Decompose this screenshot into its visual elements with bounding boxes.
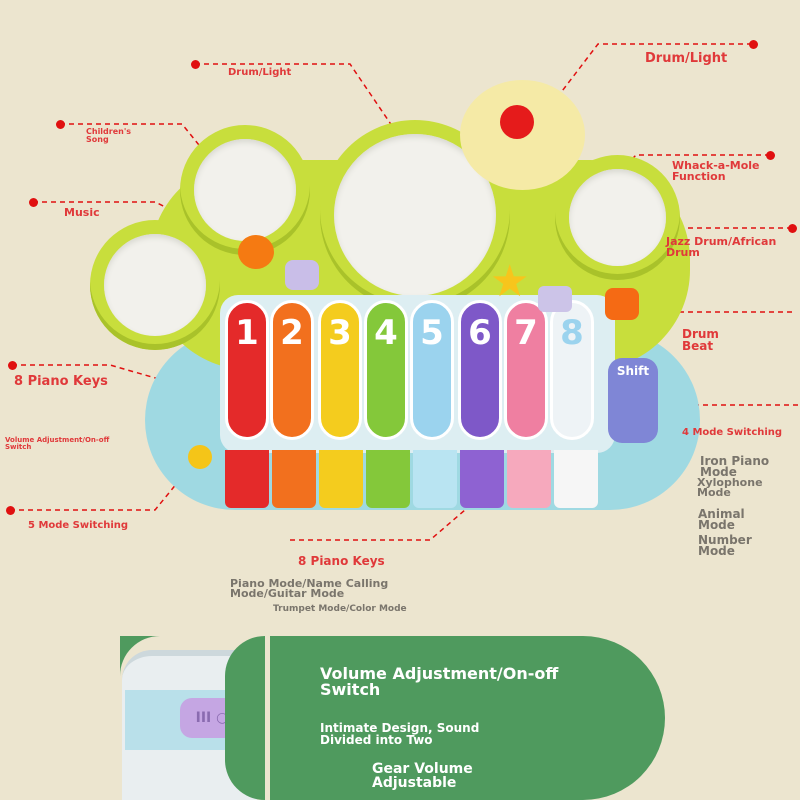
drum-beat-button[interactable]	[605, 288, 639, 320]
piano-key[interactable]	[225, 450, 269, 508]
shift-switch[interactable]: Shift	[608, 358, 658, 443]
label-piano-keys: 8 Piano Keys	[14, 374, 108, 389]
label-piano-keys-bottom: 8 Piano Keys	[298, 554, 385, 568]
panel-line2: Gear Volume Adjustable	[372, 761, 473, 791]
callout-dot	[8, 361, 17, 370]
music-button[interactable]	[238, 235, 274, 269]
label-4-mode: 4 Mode Switching	[682, 427, 783, 438]
drum-light[interactable]	[460, 80, 585, 190]
callout-dot	[766, 151, 775, 160]
label-drum-light: Drum/Light	[228, 67, 292, 78]
mode-animal: Animal Mode	[698, 507, 745, 532]
mode-piano: Piano Mode/Name Calling Mode/Guitar Mode	[230, 577, 389, 600]
toy-piano: ★ 1 2 3 4 5 6 7 8 Shift	[90, 80, 700, 530]
callout-dot	[788, 224, 797, 233]
xylophone-key[interactable]: 6	[458, 300, 502, 440]
piano-key[interactable]	[460, 450, 504, 508]
piano-key[interactable]	[319, 450, 363, 508]
label-childrens-song: Children's Song	[86, 127, 132, 144]
callout-dot	[29, 198, 38, 207]
panel-line1: Intimate Design, Sound Divided into Two	[320, 721, 480, 747]
label-volume-small: Volume Adjustment/On-off Switch	[5, 436, 110, 451]
label-music: Music	[64, 206, 100, 219]
label-jazz-drum: Jazz Drum/African Drum	[666, 235, 777, 259]
mode-trumpet: Trumpet Mode/Color Mode	[273, 604, 407, 614]
panel-edge	[225, 636, 265, 800]
mode-iron-piano: Iron Piano Mode	[700, 454, 770, 479]
xylophone-key[interactable]: 3	[318, 300, 362, 440]
piano-key[interactable]	[413, 450, 457, 508]
piano-key[interactable]	[554, 450, 598, 508]
label-5-mode: 5 Mode Switching	[28, 520, 129, 531]
callout-dot	[6, 506, 15, 515]
xylophone-key[interactable]: 8	[550, 300, 594, 440]
xylophone-key[interactable]: 5	[410, 300, 454, 440]
drum-pad[interactable]	[90, 220, 220, 350]
label-drum-light-right: Drum/Light	[645, 51, 728, 66]
mode-number: Number Mode	[698, 533, 752, 558]
callout-dot	[56, 120, 65, 129]
drum-pad[interactable]	[555, 155, 680, 280]
piano-key[interactable]	[366, 450, 410, 508]
piano-key[interactable]	[507, 450, 551, 508]
piano-key[interactable]	[272, 450, 316, 508]
mode-button[interactable]	[188, 445, 212, 469]
label-drum-beat: Drum Beat	[682, 327, 719, 353]
song-button[interactable]	[285, 260, 319, 290]
jazz-button[interactable]	[538, 286, 572, 312]
callout-dot	[191, 60, 200, 69]
xylophone-key[interactable]: 7	[504, 300, 548, 440]
callout-dot	[749, 40, 758, 49]
star-button[interactable]: ★	[490, 256, 530, 307]
panel-title: Volume Adjustment/On-off Switch	[320, 664, 559, 699]
shift-label: Shift	[616, 364, 650, 378]
xylophone-key[interactable]: 4	[364, 300, 408, 440]
label-whack-a-mole: Whack-a-Mole Function	[672, 159, 760, 183]
xylophone-key[interactable]: 2	[270, 300, 314, 440]
drum-pad[interactable]	[180, 125, 310, 255]
xylophone-key[interactable]: 1	[225, 300, 269, 440]
mode-xylophone: Xylophone Mode	[697, 476, 763, 499]
